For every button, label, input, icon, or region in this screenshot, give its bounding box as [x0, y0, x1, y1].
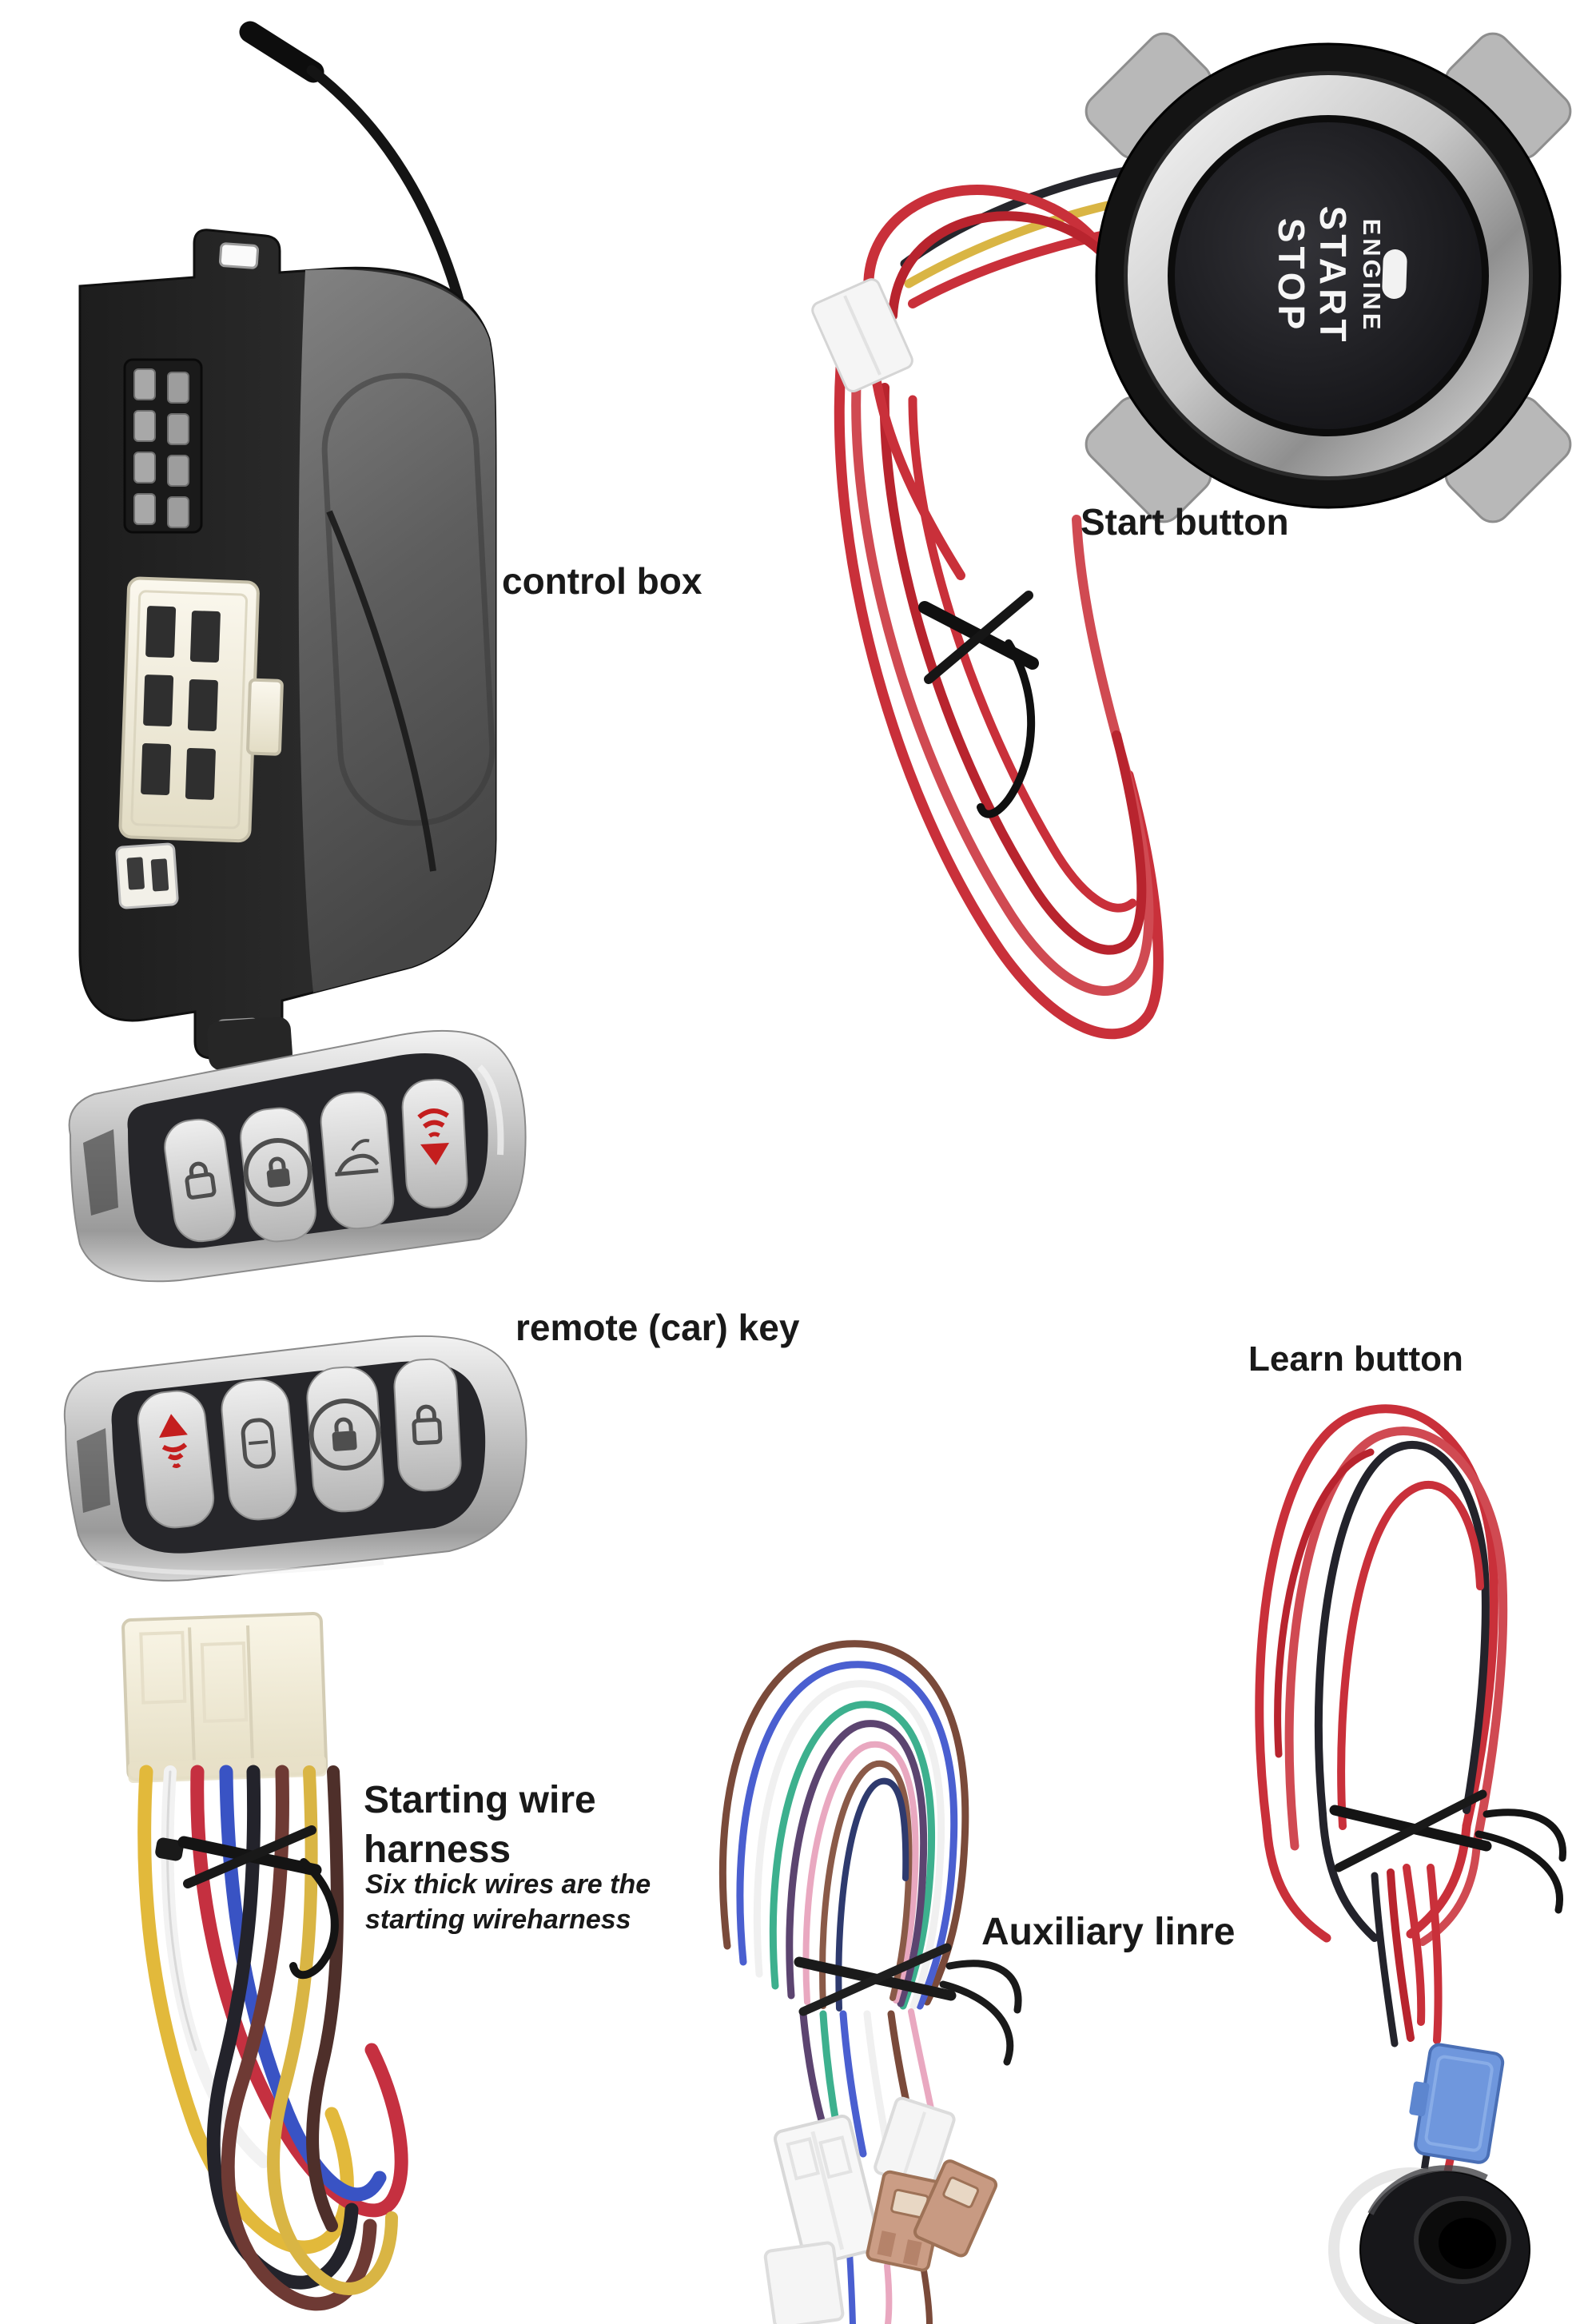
- fob-button-trunk: [320, 1091, 395, 1230]
- control-box-photo: [78, 21, 497, 1065]
- wire-twist-tie: [1329, 1789, 1566, 1914]
- fob-button-unlock: [240, 1107, 316, 1243]
- svg-text:ENGINE: ENGINE: [1358, 219, 1386, 333]
- remote-key-label: remote (car) key: [515, 1307, 800, 1348]
- aux-white-connector-small: [874, 2096, 956, 2191]
- fob-button-lock: [393, 1358, 462, 1492]
- blade-fuse: [866, 2170, 947, 2272]
- fob-keyring-slot: [83, 1129, 118, 1216]
- wire-twist-tie: [918, 591, 1039, 818]
- learn-push-button: [1359, 2165, 1530, 2324]
- harness-wires: [137, 1765, 408, 2311]
- trunk-icon: [241, 1418, 276, 1469]
- starting-harness-subtitle: Six thick wires are the starting wirehar…: [365, 1869, 651, 1935]
- start-button-photo: ENGINE START STOP: [811, 32, 1572, 1040]
- pin-connector-socket: [123, 358, 203, 534]
- antenna-lead-wire: [326, 510, 436, 872]
- mounting-wings: [1085, 32, 1572, 523]
- panic-icon: [417, 1108, 449, 1165]
- aux-white-connector-large: [773, 2115, 882, 2266]
- starting-harness-photo: [121, 1612, 408, 2311]
- wire-twist-tie: [794, 1943, 1022, 2066]
- learn-button-label: Learn button: [1248, 1339, 1463, 1379]
- antenna-tip: [239, 21, 324, 83]
- fob-highlight: [95, 1560, 384, 1575]
- lock-icon: [412, 1404, 443, 1446]
- indicator-slot: [1382, 249, 1407, 299]
- unlock-circle-icon: [243, 1138, 312, 1208]
- start-button-label: Start button: [1081, 501, 1289, 543]
- molded-ridge: [321, 372, 495, 826]
- small-white-connector: [115, 842, 179, 909]
- key-fob-top: [68, 1017, 527, 1283]
- panic-icon: [159, 1414, 188, 1468]
- fob-keyring-slot: [77, 1428, 110, 1513]
- white-connector-socket: [118, 576, 284, 843]
- harness-connector: [121, 1612, 328, 1784]
- control-box-label: control box: [502, 560, 702, 602]
- remote-key-photo: [63, 1017, 527, 1582]
- button-wire-connector: [811, 278, 913, 392]
- wire-twist-tie: [155, 1825, 339, 1980]
- blade-fuse: [913, 2159, 998, 2258]
- fob-button-panic: [137, 1390, 215, 1529]
- unlock-circle-icon: [308, 1399, 381, 1471]
- starting-harness-title: Starting wire harness: [364, 1779, 596, 1871]
- fob-button-unlock: [306, 1366, 384, 1513]
- trunk-icon: [335, 1139, 380, 1176]
- key-fob-bottom: [63, 1335, 527, 1582]
- fob-button-trunk: [221, 1379, 297, 1521]
- fob-button-lock: [164, 1118, 236, 1243]
- fob-clip: [207, 1017, 293, 1071]
- auxiliary-line-photo: [718, 1640, 1022, 2324]
- lock-icon: [185, 1161, 217, 1200]
- svg-text:STOP: STOP: [1271, 218, 1312, 333]
- blue-connector: [1409, 2043, 1505, 2164]
- control-box-side-face: [298, 269, 495, 993]
- auxiliary-line-label: Auxiliary linre: [981, 1911, 1236, 1953]
- fob-button-panic: [401, 1078, 468, 1209]
- learn-button-photo: [1255, 1404, 1566, 2324]
- aux-white-connector-bottom: [763, 2241, 845, 2324]
- engine-start-stop-button: ENGINE START STOP: [1095, 42, 1562, 509]
- svg-text:START: START: [1312, 206, 1354, 346]
- auxiliary-wires: [718, 1640, 969, 2324]
- fob-highlight: [477, 1065, 504, 1156]
- engine-start-stop-text: ENGINE START STOP: [1271, 206, 1386, 346]
- top-mount-hole: [218, 242, 260, 269]
